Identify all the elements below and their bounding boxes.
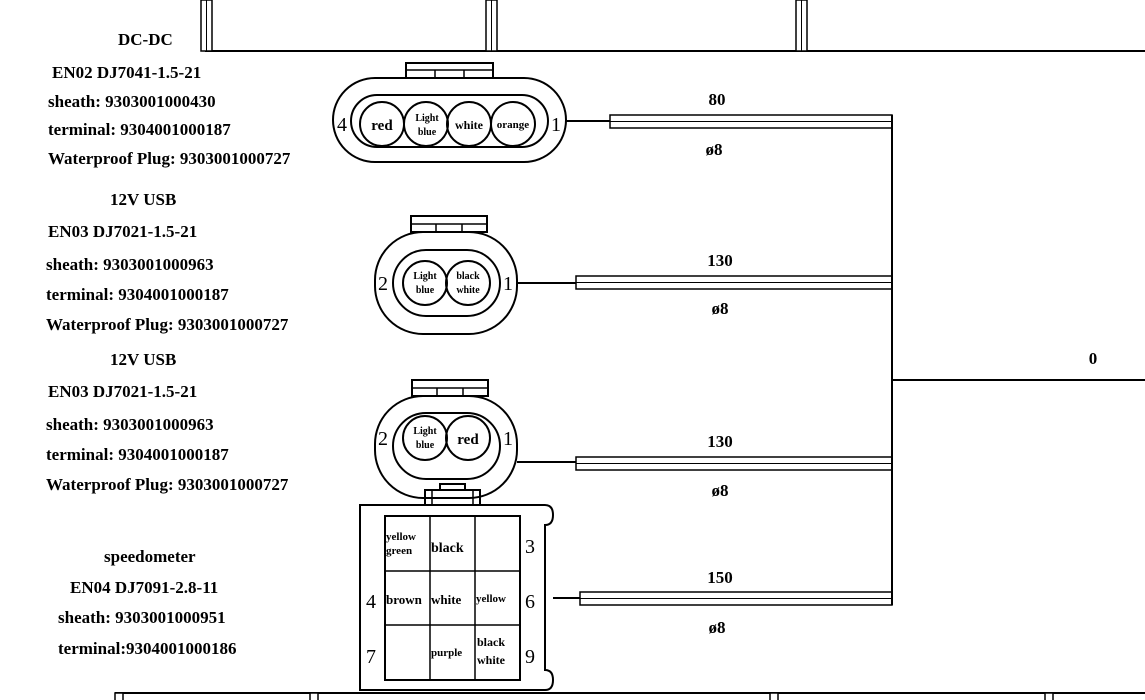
branch-diameter: ø8 <box>712 299 729 318</box>
connector-plug: Waterproof Plug: 9303001000727 <box>46 315 289 334</box>
wire-color: Light <box>415 113 439 124</box>
connector-name: speedometer <box>104 547 196 566</box>
wire-color: orange <box>497 119 530 131</box>
wire-color: Light <box>413 271 437 282</box>
connector-sheath: sheath: 9303001000963 <box>46 255 214 274</box>
wire-color: yellow <box>476 593 506 605</box>
trunk-length: 0 <box>1089 349 1098 368</box>
connector-usb-2: 2 1 Light blue red <box>374 379 576 499</box>
branch-length: 80 <box>709 90 726 109</box>
connector-plug: Waterproof Plug: 9303001000727 <box>48 149 291 168</box>
connector-part: EN04 DJ7091-2.8-11 <box>70 578 218 597</box>
pin-number: 1 <box>503 428 513 450</box>
pin-number: 4 <box>366 591 376 613</box>
wire-color: green <box>386 545 412 557</box>
branch-2: 130 ø8 <box>575 251 893 318</box>
bottom-harness <box>114 692 1145 700</box>
branch-length: 130 <box>707 432 733 451</box>
branch-3: 130 ø8 <box>575 432 893 500</box>
connector-part: EN02 DJ7041-1.5-21 <box>52 63 201 82</box>
branch-diameter: ø8 <box>709 618 726 637</box>
wire-color: black <box>477 635 505 649</box>
connector-label-speedometer: speedometer EN04 DJ7091-2.8-11 sheath: 9… <box>58 547 236 658</box>
pin-number: 6 <box>525 591 535 613</box>
connector-sheath: sheath: 9303001000430 <box>48 92 216 111</box>
connector-terminal: terminal: 9304001000187 <box>46 285 229 304</box>
connector-terminal: terminal:9304001000186 <box>58 639 236 658</box>
connector-sheath: sheath: 9303001000951 <box>58 608 226 627</box>
pin-number: 4 <box>337 114 347 136</box>
trunk: 0 <box>891 115 1145 605</box>
wire-color: red <box>457 432 479 448</box>
wire-color: blue <box>418 127 437 138</box>
wire-color: Light <box>413 426 437 437</box>
connector-name: DC-DC <box>118 30 173 49</box>
wire-color: purple <box>431 647 462 659</box>
branch-length: 130 <box>707 251 733 270</box>
pin-number: 7 <box>366 646 376 668</box>
connector-terminal: terminal: 9304001000187 <box>48 120 231 139</box>
wire-color: brown <box>386 592 423 607</box>
wire-color: black <box>456 271 480 282</box>
connector-part: EN03 DJ7021-1.5-21 <box>48 222 197 241</box>
connector-label-usb-2: 12V USB EN03 DJ7021-1.5-21 sheath: 93030… <box>46 350 289 494</box>
wire-color: black <box>431 541 464 556</box>
wire-color: yellow <box>386 531 416 543</box>
wire-color: white <box>431 592 462 607</box>
wire-color: white <box>456 285 480 296</box>
connector-name: 12V USB <box>110 350 176 369</box>
connector-plug: Waterproof Plug: 9303001000727 <box>46 475 289 494</box>
top-harness <box>200 0 1145 52</box>
connector-sheath: sheath: 9303001000963 <box>46 415 214 434</box>
connector-part: EN03 DJ7021-1.5-21 <box>48 382 197 401</box>
connector-label-usb-1: 12V USB EN03 DJ7021-1.5-21 sheath: 93030… <box>46 190 289 334</box>
connector-dc-dc: 4 1 red Light blue white orange <box>332 62 610 163</box>
branch-1: 80 ø8 <box>609 90 893 159</box>
connector-speedometer: yellow green black brown white yellow pu… <box>359 483 580 691</box>
pin-number: 1 <box>503 273 513 295</box>
wire-color: blue <box>416 285 435 296</box>
pin-number: 1 <box>551 114 561 136</box>
connector-usb-1: 2 1 Light blue black white <box>374 215 576 335</box>
wire-color: blue <box>416 440 435 451</box>
pin-number: 3 <box>525 536 535 558</box>
connector-terminal: terminal: 9304001000187 <box>46 445 229 464</box>
branch-diameter: ø8 <box>712 481 729 500</box>
wire-color: white <box>477 653 506 667</box>
branch-diameter: ø8 <box>706 140 723 159</box>
wire-color: red <box>371 118 393 134</box>
connector-label-dc-dc: DC-DC EN02 DJ7041-1.5-21 sheath: 9303001… <box>48 30 291 168</box>
wire-color: white <box>455 118 484 132</box>
connector-name: 12V USB <box>110 190 176 209</box>
branch-length: 150 <box>707 568 733 587</box>
pin-number: 9 <box>525 646 535 668</box>
branch-4: 150 ø8 <box>579 568 893 637</box>
pin-number: 2 <box>378 273 388 295</box>
pin-number: 2 <box>378 428 388 450</box>
